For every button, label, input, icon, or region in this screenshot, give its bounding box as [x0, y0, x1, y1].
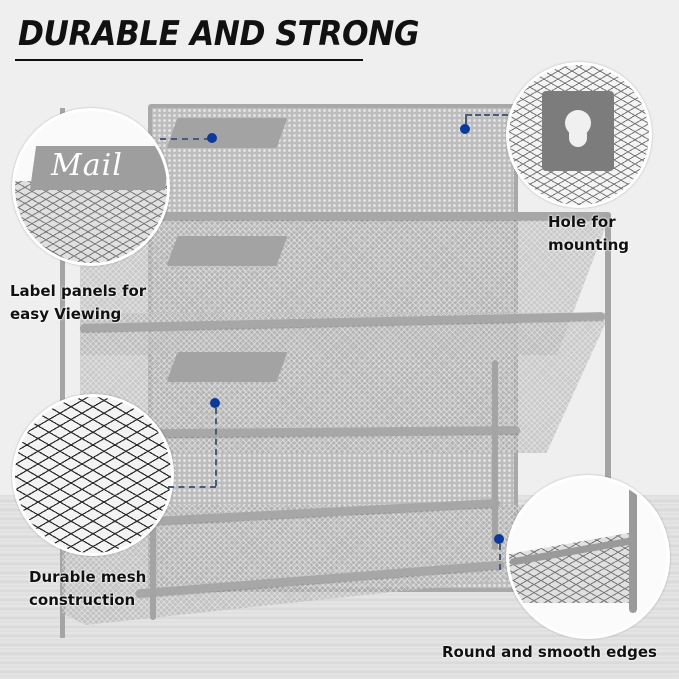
mail-label-text: Mail: [51, 148, 123, 183]
callout-durable-mesh: Durable mesh construction: [29, 566, 146, 612]
edge-connector-line-v: [499, 544, 501, 570]
title-underline: [15, 59, 363, 61]
label-plate-3: [166, 352, 288, 382]
label-plate-1: [166, 118, 288, 148]
label-connector-dot: [207, 133, 217, 143]
mesh-connector-dot: [210, 398, 220, 408]
callout-hole-mounting: Hole for mounting: [548, 211, 629, 257]
mount-connector-dot: [460, 124, 470, 134]
black-mesh-pattern: [15, 397, 171, 553]
label-panel-zoom-inset: Mail: [12, 108, 170, 266]
callout-label-panels: Label panels for easy Viewing: [10, 280, 146, 326]
mesh-connector-line-h: [168, 486, 216, 488]
mount-connector-line-v: [465, 114, 467, 126]
tier-rail-1: [150, 212, 610, 220]
callout-durable-mesh-line1: Durable mesh: [29, 568, 147, 586]
callout-round-edges-line1: Round and smooth edges: [442, 643, 657, 661]
callout-durable-mesh-line2: construction: [29, 591, 136, 609]
inset-mesh-background: [15, 181, 167, 263]
mesh-zoom-inset: [12, 394, 174, 556]
label-connector-line: [160, 138, 210, 140]
mounting-hole-zoom-inset: [506, 62, 652, 208]
rounded-edge-zoom-inset: [506, 475, 670, 639]
callout-label-panels-line2: easy Viewing: [10, 305, 122, 323]
right-front-leg: [605, 212, 611, 512]
mount-connector-line-h: [466, 114, 508, 116]
callout-hole-mounting-line1: Hole for: [548, 213, 616, 231]
callout-round-edges: Round and smooth edges: [442, 641, 657, 664]
edge-connector-dot: [494, 534, 504, 544]
keyhole-slot: [569, 125, 587, 147]
page-title: DURABLE AND STRONG: [18, 14, 420, 54]
label-plate-2: [166, 236, 288, 266]
callout-label-panels-line1: Label panels for: [10, 282, 147, 300]
callout-hole-mounting-line2: mounting: [548, 236, 630, 254]
left-side-frame: [60, 108, 157, 638]
right-back-leg: [492, 360, 498, 550]
mesh-connector-line-v: [215, 408, 217, 486]
rounded-edge-post: [629, 478, 637, 613]
keyhole-plate: [542, 91, 614, 171]
